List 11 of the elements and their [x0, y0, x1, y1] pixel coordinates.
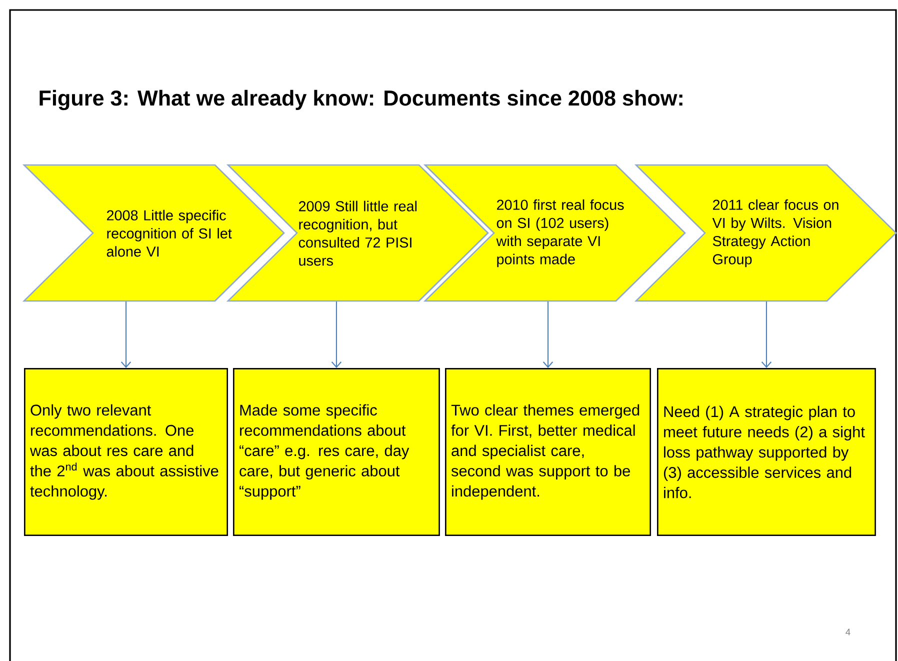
- arrow: [542, 302, 554, 368]
- arrow: [761, 302, 772, 368]
- page-number: 4: [846, 628, 850, 636]
- text-box: Need (1) A strategic plan to meet future needs (2) a sight loss pathway supported by (3) accessible services and info.: [657, 368, 876, 536]
- arrow: [331, 302, 342, 368]
- node-label: 2011 clear focus on VI by Wilts. Vision Strategy Action Group: [712, 199, 838, 268]
- title: Figure 3: What we already know: Documents since 2008 show:: [40, 90, 682, 110]
- arrow: [120, 302, 132, 368]
- text-box: Made some specific recommendations about “care” e.g. res care, day care, but generic about “support”: [233, 368, 440, 536]
- text-box: Only two relevant recommendations. One was about res care and the 2$^{nd}$ was about assistive technology.: [24, 368, 228, 536]
- text-box: Two clear themes emerged for VI. First, better medical and specialist care, second was support to be independent.: [445, 368, 652, 536]
